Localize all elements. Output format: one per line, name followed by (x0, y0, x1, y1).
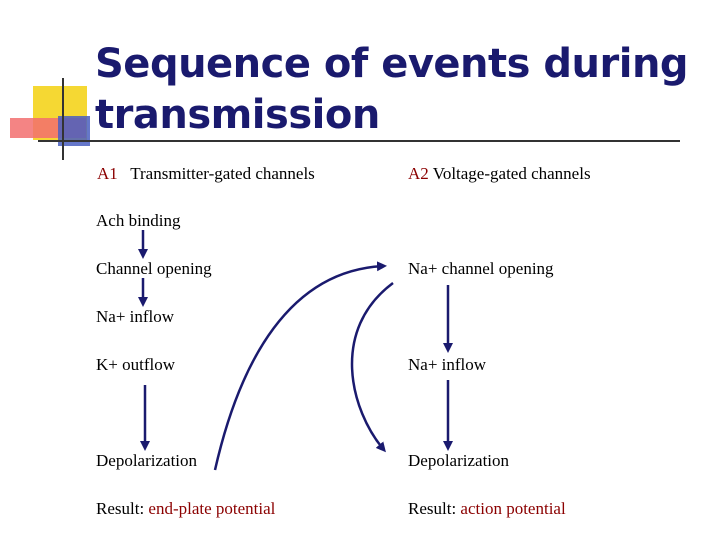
left-header-text: Transmitter-gated channels (130, 164, 315, 183)
step-na-inflow-right: Na+ inflow (408, 355, 487, 374)
result-right-value: action potential (460, 499, 566, 518)
result-right: Result: action potential (408, 500, 566, 517)
step-k-outflow: K+ outflow (96, 355, 175, 374)
arrow-na-channel-to-depolarization-loop (350, 281, 394, 453)
result-right-label: Result: (408, 499, 457, 518)
result-left-label: Result: (96, 499, 145, 518)
right-column-header: A2 Voltage-gated channels (408, 165, 591, 182)
step-na-channel-opening: Na+ channel opening (408, 259, 554, 278)
step-channel-opening: Channel opening (96, 259, 212, 278)
step-depolarization-right: Depolarization (408, 451, 510, 470)
result-left: Result: end-plate potential (96, 500, 275, 517)
right-header-text: Voltage-gated channels (432, 164, 591, 183)
slide-title-line1: Sequence of events during (95, 41, 689, 87)
slide-title-line2: transmission (95, 92, 380, 138)
deco-horizontal-line (38, 140, 680, 142)
step-ach-binding: Ach binding (96, 211, 181, 230)
result-left-value: end-plate potential (148, 499, 276, 518)
step-na-inflow-left: Na+ inflow (96, 307, 175, 326)
deco-vertical-line (62, 78, 64, 160)
right-header-tag: A2 (408, 164, 429, 183)
left-header-tag: A1 (97, 164, 118, 183)
step-depolarization-left: Depolarization (96, 451, 198, 470)
left-column-header: A1 Transmitter-gated channels (97, 165, 315, 182)
arrow-depolarization-to-na-channel (213, 261, 387, 471)
